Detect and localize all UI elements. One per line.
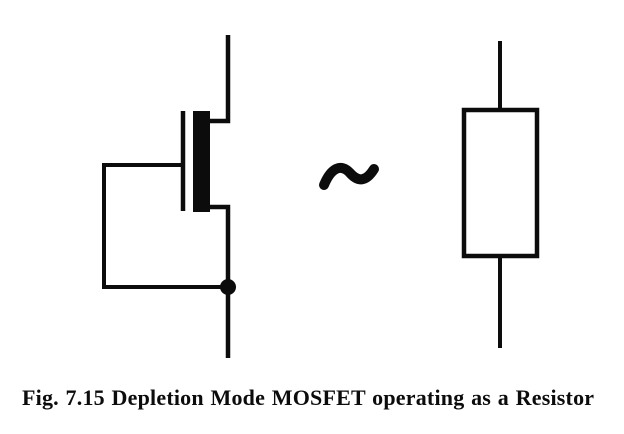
resistor-body: [461, 107, 540, 259]
mosfet-channel-bar: [193, 111, 210, 212]
equivalence-tilde-icon: [319, 162, 379, 190]
source-lead-wire: [209, 204, 231, 358]
resistor-symbol: [461, 41, 540, 348]
depletion-mosfet-symbol: [102, 35, 236, 358]
gate-to-source-feedback-wire: [102, 163, 224, 289]
drain-lead-wire: [209, 35, 231, 124]
source-junction-dot: [220, 279, 236, 295]
figure-caption: Fig. 7.15 Depletion Mode MOSFET operatin…: [22, 385, 595, 410]
